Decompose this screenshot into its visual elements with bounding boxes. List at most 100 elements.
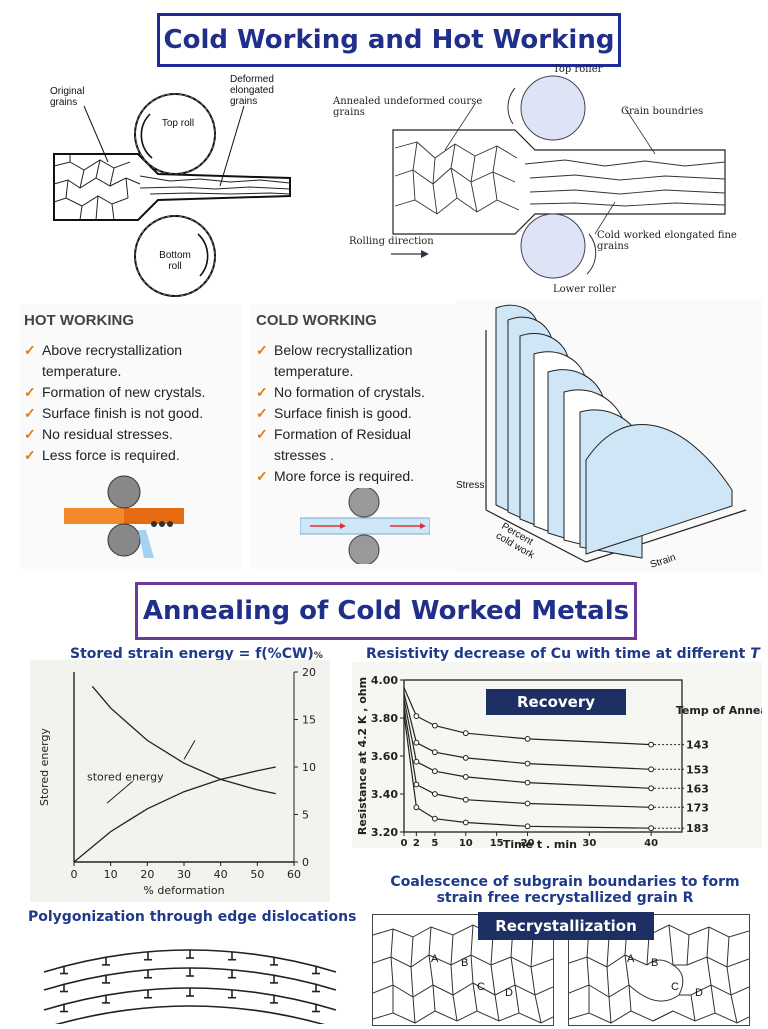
rolling-left-svg <box>53 93 291 297</box>
resist-data-point <box>431 791 438 797</box>
y-tick-label: 3.20 <box>371 826 398 839</box>
resist-data-point <box>413 781 420 788</box>
x-tick-label: 20 <box>521 838 535 848</box>
check-icon: ✓ <box>24 447 36 463</box>
resist-data-point <box>431 749 438 756</box>
list-item: ✓No residual stresses. <box>24 424 239 445</box>
list-item: ✓No formation of crystals. <box>256 382 454 403</box>
resist-data-point <box>648 785 655 792</box>
x-tick-label: 40 <box>214 868 228 881</box>
polygonization-caption: Polygonization through edge dislocations <box>28 909 357 925</box>
resist-series-line-183 <box>403 714 652 829</box>
hot-rolling-illustration <box>64 475 184 558</box>
recovery-badge: Recovery <box>486 689 626 715</box>
coalescence-caption: Coalescence of subgrain boundaries to fo… <box>390 874 740 906</box>
series-label-153: 153 <box>686 763 709 776</box>
grain-network-left-svg <box>373 924 553 1024</box>
recrystallization-badge: Recrystallization <box>478 912 654 940</box>
x-tick-label: 50 <box>250 868 264 881</box>
top-roll-label: Top roll <box>161 118 195 129</box>
energy-series-line-0 <box>73 766 276 863</box>
cold-working-list: ✓Below recrystallization temperature. ✓N… <box>256 340 454 487</box>
check-icon: ✓ <box>24 426 36 442</box>
list-item: ✓Formation of Residual stresses . <box>256 426 411 463</box>
grain-label-b-right: B <box>651 957 659 969</box>
resist-data-point <box>413 758 420 765</box>
legend-title: Temp of Anneal, K <box>676 704 762 717</box>
series-label-183: 183 <box>686 822 709 835</box>
top-roller-label: Top roller <box>553 64 603 75</box>
resist-data-point <box>648 766 655 773</box>
x-tick-label: 0 <box>401 838 408 848</box>
rolling-direction-label: Rolling direction <box>349 236 434 247</box>
check-icon: ✓ <box>24 405 36 421</box>
y-tick-label: 3.80 <box>371 712 398 725</box>
cold-working-heading: COLD WORKING <box>256 312 377 329</box>
right-tick-label: 0 <box>302 856 309 869</box>
resist-data-point <box>462 774 469 780</box>
check-icon: ✓ <box>256 384 268 400</box>
energy-x-axis-label: % deformation <box>143 884 224 897</box>
resist-data-point <box>431 722 438 729</box>
stress-strain-svg <box>485 304 747 563</box>
list-item: ✓Surface finish is not good. <box>24 403 239 424</box>
resist-data-point <box>431 815 438 822</box>
deformed-grains-label: Deformed elongated grains <box>230 74 274 107</box>
resist-series-line-143 <box>403 687 652 746</box>
check-icon: ✓ <box>256 405 268 421</box>
resist-data-point <box>462 796 469 803</box>
resist-data-point <box>524 823 531 830</box>
resist-data-point <box>524 800 531 807</box>
right-tick-label: 15 <box>302 714 316 727</box>
x-tick-label: 5 <box>431 838 438 848</box>
x-tick-label: 30 <box>582 838 596 848</box>
list-item: ✓Above recrystallization temperature. <box>24 342 183 379</box>
cold-rolling-illustration <box>300 488 430 564</box>
resist-data-point <box>431 768 438 775</box>
list-item: ✓Below recrystallization temperature. <box>256 342 413 379</box>
annealed-grains-label: Annealed undeformed course grains <box>333 96 483 118</box>
energy-series-line-1 <box>91 685 276 795</box>
check-icon: ✓ <box>256 342 268 358</box>
check-icon: ✓ <box>24 342 36 358</box>
check-icon: ✓ <box>256 468 268 484</box>
lower-roller-label: Lower roller <box>553 284 616 295</box>
resist-series-line-163 <box>403 698 652 789</box>
resist-x-axis-label: Time t , min <box>503 838 577 848</box>
energy-curve-pointer <box>106 780 133 804</box>
resist-data-point <box>648 825 655 832</box>
x-tick-label: 15 <box>490 838 504 848</box>
y-tick-label: 4.00 <box>371 674 398 687</box>
cold-worked-grains-label: Cold worked elongated fine grains <box>597 230 737 252</box>
resist-data-point <box>462 730 469 737</box>
resist-data-point <box>413 739 420 746</box>
grain-label-a: A <box>431 953 439 965</box>
series-label-163: 163 <box>686 782 709 795</box>
energy-curve-label: stored energy <box>87 770 164 783</box>
x-tick-label: 20 <box>140 868 154 881</box>
list-item: ✓Less force is required. <box>24 445 239 466</box>
grain-label-c-right: C <box>671 981 679 993</box>
temperature-symbol: T <box>750 646 760 662</box>
energy-chart-caption: Stored strain energy = f(%CW)% <box>70 646 323 662</box>
x-tick-label: 10 <box>459 838 473 848</box>
x-tick-label: 60 <box>287 868 301 881</box>
resist-data-point <box>648 804 655 811</box>
resist-data-point <box>413 713 420 719</box>
grain-label-b: B <box>461 957 469 969</box>
series-label-173: 173 <box>686 801 709 814</box>
rolling-diagram-right: Top roller Annealed undeformed course gr… <box>325 64 745 296</box>
stress-strain-3d-plot: Stress Percent cold work Strain <box>456 300 762 572</box>
series-label-143: 143 <box>686 739 709 752</box>
hot-working-panel: HOT WORKING ✓Above recrystallization tem… <box>20 304 242 569</box>
resist-data-point <box>648 741 655 748</box>
resist-chart-caption: Resistivity decrease of Cu with time at … <box>366 646 760 662</box>
right-tick-label: 5 <box>302 809 309 822</box>
resist-data-point <box>462 755 469 761</box>
grain-label-c: C <box>477 981 485 993</box>
resist-data-point <box>524 779 531 786</box>
resist-series-line-173 <box>403 706 652 808</box>
